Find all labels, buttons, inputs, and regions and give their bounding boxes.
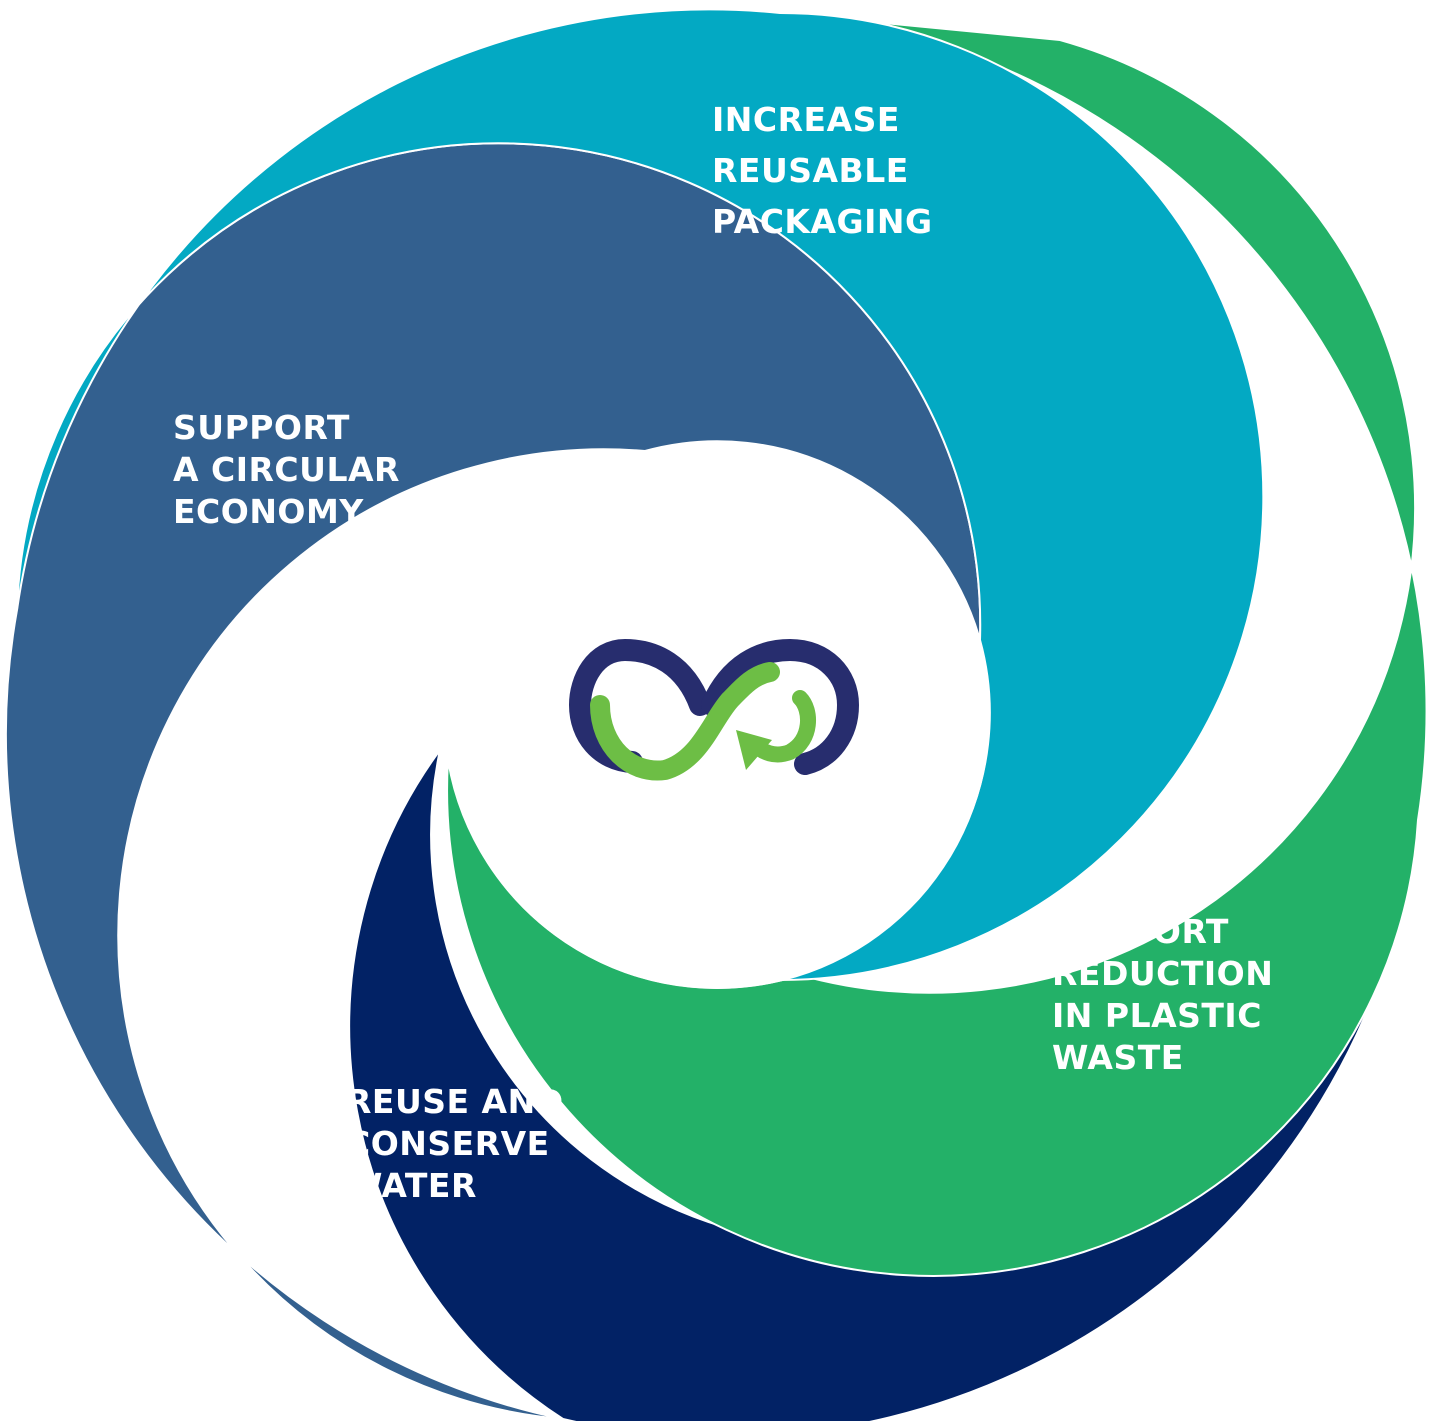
label-plastic: SUPPORT REDUCTION IN PLASTIC WASTE	[1052, 912, 1285, 1077]
label-water-line-2: CONSERVE	[346, 1124, 550, 1163]
label-water: REUSE AND CONSERVE WATER	[346, 1082, 576, 1205]
label-circular-line-1: SUPPORT	[173, 408, 350, 447]
label-plastic-line-1: SUPPORT	[1052, 912, 1229, 951]
label-circular-line-2: A CIRCULAR	[173, 450, 400, 489]
label-circular: SUPPORT A CIRCULAR ECONOMY	[173, 408, 412, 531]
label-packaging-line-1: INCREASE	[712, 100, 900, 139]
segment-plastic	[446, 12, 1428, 1277]
segment-packaging	[16, 8, 1265, 981]
label-packaging-line-2: REUSABLE	[712, 151, 909, 190]
label-plastic-line-2: REDUCTION	[1052, 954, 1273, 993]
label-packaging-line-3: PACKAGING	[712, 202, 933, 241]
label-water-line-1: REUSE AND	[346, 1082, 564, 1121]
label-circular-line-3: ECONOMY	[173, 492, 364, 531]
label-water-line-3: WATER	[346, 1166, 477, 1205]
infinity-recycle-icon	[568, 638, 860, 781]
label-packaging: INCREASE REUSABLE PACKAGING	[712, 100, 933, 241]
label-plastic-line-3: IN PLASTIC	[1052, 996, 1262, 1035]
label-plastic-line-4: WASTE	[1052, 1038, 1184, 1077]
